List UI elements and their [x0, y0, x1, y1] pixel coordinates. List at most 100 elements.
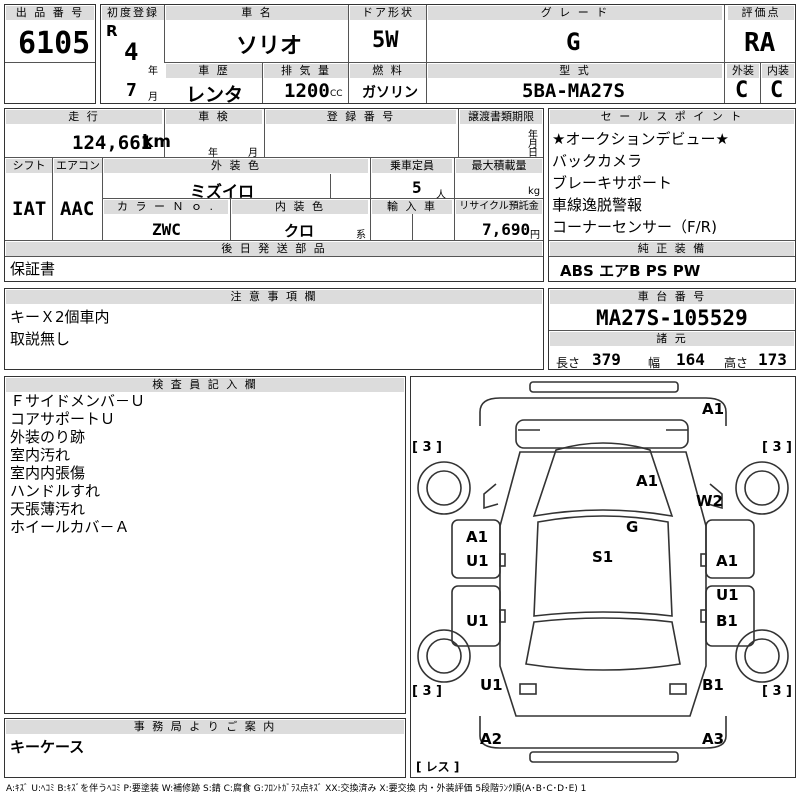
shift-label: シフト	[6, 159, 52, 173]
disp-label: 排 気 量	[264, 64, 348, 78]
damage-legend: A:ｷｽﾞ U:ﾍｺﾐ B:ｷｽﾞを伴うﾍｺﾐ P:要塗装 W:補修跡 S:錆 …	[6, 784, 587, 794]
shift: IAT	[12, 198, 47, 220]
divider	[103, 198, 543, 199]
colorno-label: カ ラ ー Ｎ ｏ .	[104, 200, 228, 214]
notes-box	[4, 288, 544, 370]
regno-label: 登 録 番 号	[266, 110, 456, 124]
lot-number-label: 出 品 番 号	[6, 6, 94, 20]
mark-right-door-front: U1	[716, 586, 739, 604]
tire-rear-left: [ 3 ]	[412, 684, 442, 699]
mark-windshield: W2	[696, 492, 723, 510]
inspector-line: ホイールカバ－Ａ	[10, 518, 130, 536]
lot-number-box	[4, 4, 96, 104]
mark-right-fender: A1	[716, 552, 739, 570]
color-label: 外 装 色	[104, 159, 368, 173]
equipment: ABS エアB PS PW	[560, 262, 701, 280]
divider	[5, 157, 543, 158]
inspector-line: 外装のり跡	[10, 428, 86, 446]
mileage-label: 走 行	[6, 110, 162, 124]
inspector-box	[4, 376, 406, 714]
divider	[164, 5, 165, 63]
sales-point: バックカメラ	[552, 152, 643, 170]
year-unit: 年	[148, 66, 158, 77]
inspector-line: ハンドルすれ	[10, 482, 101, 500]
sales-point: ★オークションデビュー★	[552, 130, 729, 148]
vehicle-info-box	[4, 108, 544, 282]
ext-score: C	[735, 78, 749, 103]
mark-right-quarter: B1	[702, 676, 724, 694]
divider	[760, 63, 761, 103]
office-box	[4, 718, 406, 778]
disp-unit: CC	[330, 89, 343, 99]
mileage-unit: km	[142, 132, 172, 152]
mark-left-door-front: U1	[466, 552, 489, 570]
month-unit: 月	[148, 92, 158, 103]
office-label: 事 務 局 よ り ご 案 内	[6, 720, 404, 734]
mark-left-door-rear: U1	[466, 612, 489, 630]
divider	[164, 62, 724, 63]
recycle-label: リサイクル預託金	[456, 200, 542, 214]
later-label: 後 日 発 送 部 品	[6, 242, 542, 256]
mark-hood: A1	[636, 472, 659, 490]
name-label: 車 名	[166, 6, 348, 20]
divider	[164, 109, 165, 157]
chassis-number: MA27S-105529	[596, 306, 748, 330]
inspect-month: 月	[248, 148, 258, 159]
car-name: ソリオ	[236, 34, 303, 59]
year: 4	[124, 38, 139, 66]
mark-rear-left: A2	[480, 730, 503, 748]
score-label: 評価点	[728, 6, 794, 20]
transfer-day: 日	[528, 148, 538, 159]
divider	[549, 256, 795, 257]
inspector-line: Ｆサイドメンバ－Ｕ	[10, 392, 146, 410]
cap-label: 乗車定員	[372, 159, 452, 173]
divider	[5, 62, 95, 63]
divider	[725, 62, 795, 63]
intcolor-label: 内 装 色	[232, 200, 368, 214]
inspector-list: Ｆサイドメンバ－Ｕ コアサポートＵ 外装のり跡 室内汚れ 室内内張傷 ハンドルす…	[10, 392, 145, 536]
mileage: 124,661	[72, 132, 153, 154]
sales-point: コーナーセンサー（F/R)	[552, 218, 717, 236]
inspector-line: 室内内張傷	[10, 464, 86, 482]
grade-label: グ レ ー ド	[428, 6, 722, 20]
inspect-year: 年	[208, 148, 218, 159]
chassis-box	[548, 288, 796, 370]
capacity: 5	[412, 178, 422, 197]
lot-number: 6105	[18, 26, 91, 61]
height-label: 高さ	[724, 356, 749, 370]
note-line: キーＸ2個車内	[10, 308, 110, 326]
divider	[348, 5, 349, 103]
divider	[458, 109, 459, 157]
sales-box	[548, 108, 796, 282]
later-parts: 保証書	[10, 260, 56, 278]
mark-rear-right: A3	[702, 730, 725, 748]
sales-label: セ ー ル ス ポ イ ン ト	[550, 110, 794, 124]
dims-label: 諸 元	[550, 332, 794, 346]
transfer-year: 年	[528, 130, 538, 141]
fuel: ガソリン	[362, 85, 418, 101]
width-label: 幅	[648, 356, 661, 370]
fuel-label: 燃 料	[350, 64, 426, 78]
mark-left-fender: A1	[466, 528, 489, 546]
int-score: C	[770, 78, 784, 103]
displacement: 1200	[284, 80, 330, 102]
divider	[724, 5, 725, 103]
month: 7	[126, 80, 137, 101]
inspector-line: コアサポートＵ	[10, 410, 116, 428]
tire-front-left: [ 3 ]	[412, 440, 442, 455]
spare-tire: [ レス ]	[416, 760, 460, 774]
note-line: 取説無し	[10, 330, 71, 348]
divider	[549, 330, 795, 331]
mark-front-bumper: A1	[702, 400, 725, 418]
history: レンタ	[186, 84, 244, 106]
model: 5BA-MA27S	[522, 80, 625, 102]
mark-roof-s: S1	[592, 548, 614, 566]
mark-left-quarter: U1	[480, 676, 503, 694]
door-label: ドア形状	[350, 6, 426, 20]
door-type: 5W	[372, 28, 399, 53]
divider	[230, 199, 231, 240]
history-label: 車 歴	[166, 64, 262, 78]
ac: AAC	[60, 198, 95, 220]
width: 164	[676, 350, 705, 369]
ext-label: 外装	[727, 64, 759, 78]
